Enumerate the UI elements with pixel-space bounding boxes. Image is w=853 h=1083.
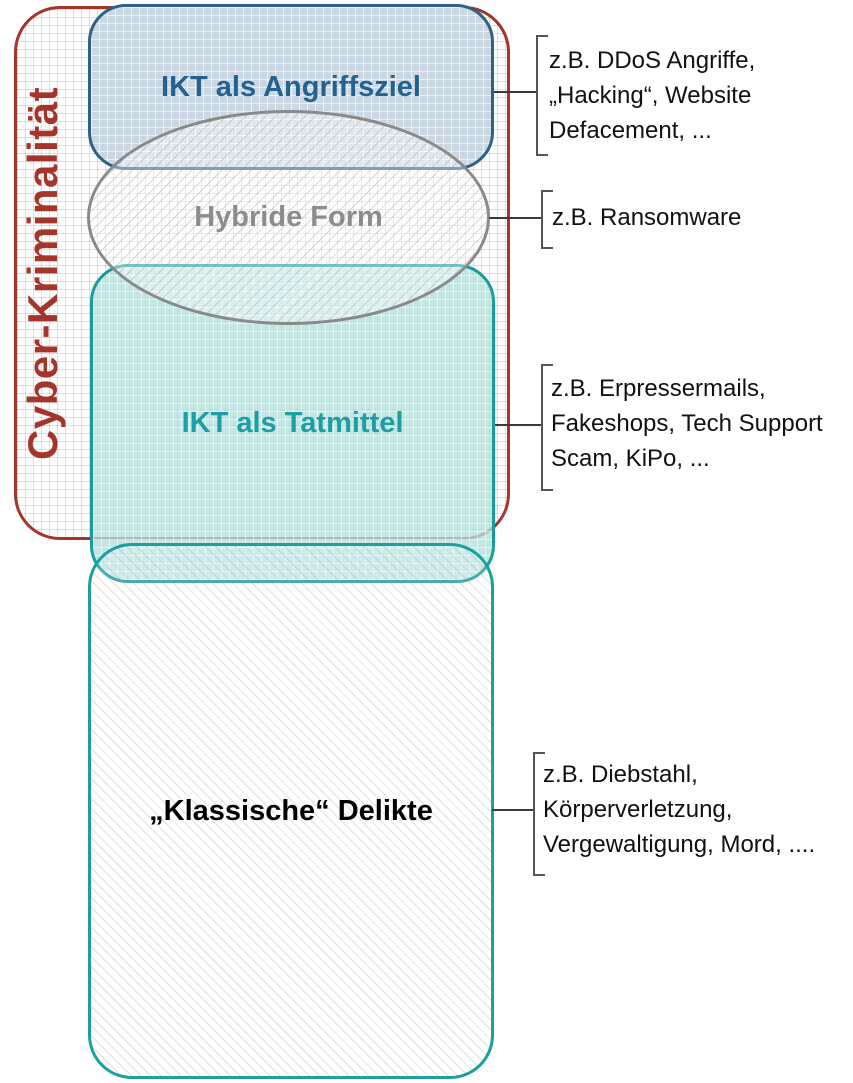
- annotation-angriffsziel: z.B. DDoS Angriffe, „Hacking“, Website D…: [549, 43, 755, 148]
- bracket-tatmittel: [541, 364, 553, 491]
- bracket-hybride-form: [541, 190, 553, 249]
- annotation-line: „Hacking“, Website: [549, 82, 752, 109]
- connector-line-klassische: [492, 809, 533, 811]
- region-hybride-form: Hybride Form: [87, 110, 490, 325]
- annotation-klassische: z.B. Diebstahl, Körperverletzung, Vergew…: [543, 757, 815, 862]
- annotation-line: z.B. DDoS Angriffe,: [549, 47, 756, 74]
- annotation-tatmittel: z.B. Erpressermails, Fakeshops, Tech Sup…: [551, 371, 823, 476]
- region-ikt-angriffsziel-label: IKT als Angriffsziel: [161, 70, 421, 103]
- annotation-line: Körperverletzung,: [543, 796, 733, 823]
- bracket-angriffsziel: [536, 35, 548, 156]
- annotation-line: Defacement, ...: [549, 117, 712, 144]
- annotation-line: z.B. Erpressermails,: [551, 375, 766, 402]
- region-ikt-tatmittel-label: IKT als Tatmittel: [181, 407, 404, 439]
- annotation-line: Vergewaltigung, Mord, ....: [543, 831, 816, 858]
- region-hybride-form-label: Hybride Form: [194, 201, 383, 233]
- annotation-line: Fakeshops, Tech Support: [551, 410, 823, 437]
- annotation-line: z.B. Ransomware: [552, 204, 742, 231]
- annotation-line: z.B. Diebstahl,: [543, 761, 698, 788]
- annotation-line: Scam, KiPo, ...: [551, 445, 710, 472]
- connector-line-tatmittel: [495, 424, 541, 426]
- connector-line-angriffsziel: [494, 91, 536, 93]
- annotation-hybride-form: z.B. Ransomware: [552, 200, 741, 235]
- bracket-klassische: [533, 752, 545, 876]
- connector-line-hybride-form: [489, 217, 541, 219]
- cyber-kriminalitaet-title: Cyber-Kriminalität: [19, 86, 66, 460]
- region-klassische-delikte-label: „Klassische“ Delikte: [149, 794, 433, 827]
- region-klassische-delikte: „Klassische“ Delikte: [88, 543, 494, 1079]
